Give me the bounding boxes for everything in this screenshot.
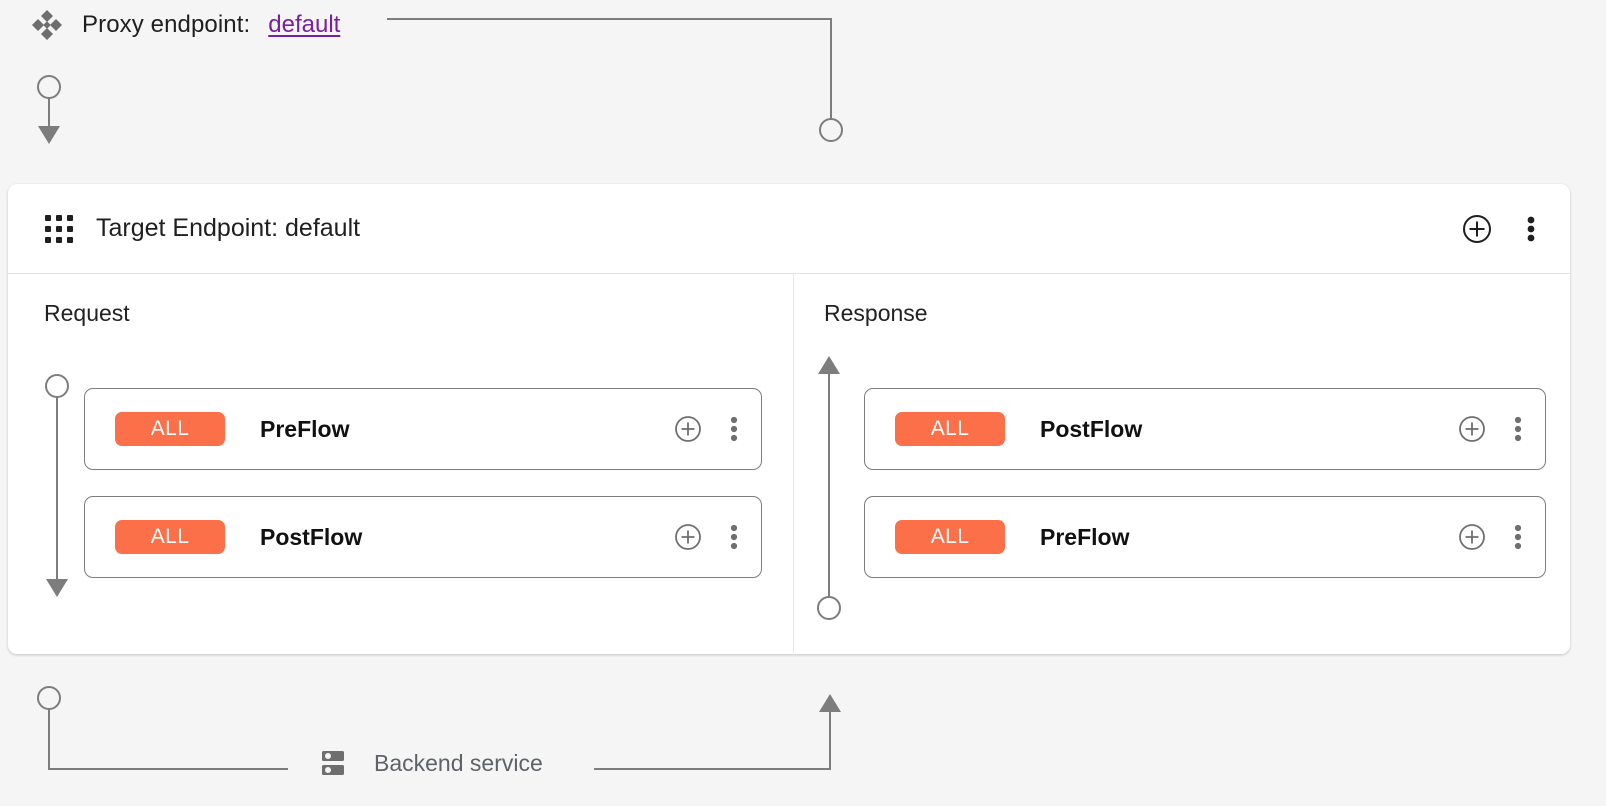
flow-card-request-postflow[interactable]: ALL PostFlow	[84, 496, 762, 578]
flow-card-label: PostFlow	[260, 523, 363, 550]
backend-response-wire	[594, 712, 831, 770]
flow-card-actions	[1458, 415, 1523, 443]
backend-request-start-dot	[37, 686, 61, 710]
backend-service-node[interactable]: Backend service	[318, 748, 549, 778]
flow-card-response-preflow[interactable]: ALL PreFlow	[864, 496, 1546, 578]
more-vert-icon[interactable]	[729, 415, 739, 443]
add-circle-icon[interactable]	[1458, 523, 1486, 551]
proxy-response-wire	[387, 18, 832, 119]
proxy-endpoint-header: Proxy endpoint: default	[30, 5, 340, 45]
status-badge: ALL	[895, 412, 1005, 446]
flow-card-actions	[674, 523, 739, 551]
header-actions	[1462, 214, 1536, 244]
status-badge: ALL	[115, 520, 225, 554]
response-flow-cards: ALL PostFlow	[864, 388, 1546, 578]
status-badge: ALL	[115, 412, 225, 446]
response-column: Response ALL PostFlow	[794, 274, 1569, 653]
backend-connectors	[37, 686, 841, 770]
request-arrow-head	[46, 579, 68, 597]
request-arrow-start-dot	[45, 374, 69, 398]
response-column-title: Response	[824, 300, 928, 326]
proxy-request-start-dot	[37, 75, 61, 99]
target-endpoint-header: Target Endpoint: default	[8, 184, 1570, 274]
page-title: Target Endpoint: default	[96, 214, 361, 242]
flow-columns: Request ALL PreFlow	[8, 274, 1570, 653]
request-flow-arrow	[45, 374, 69, 597]
flow-card-label: PreFlow	[1040, 523, 1130, 550]
add-circle-icon[interactable]	[1462, 214, 1492, 244]
server-icon	[318, 748, 348, 778]
proxy-endpoint-label: Proxy endpoint:	[82, 11, 251, 38]
more-vert-icon[interactable]	[1526, 214, 1536, 244]
flow-card-actions	[674, 415, 739, 443]
flow-card-response-postflow[interactable]: ALL PostFlow	[864, 388, 1546, 470]
request-column: Request ALL PreFlow	[8, 274, 794, 653]
backend-request-wire	[48, 709, 288, 770]
more-vert-icon[interactable]	[1513, 415, 1523, 443]
add-circle-icon[interactable]	[674, 415, 702, 443]
status-badge: ALL	[895, 520, 1005, 554]
flow-card-actions	[1458, 523, 1523, 551]
target-endpoint-panel: Target Endpoint: default	[8, 184, 1570, 654]
proxy-endpoint-link[interactable]: default	[268, 11, 341, 38]
backend-strip: Backend service	[0, 654, 1606, 806]
add-circle-icon[interactable]	[1458, 415, 1486, 443]
backend-service-label: Backend service	[368, 749, 549, 777]
more-vert-icon[interactable]	[1513, 523, 1523, 551]
diamond-cluster-icon	[30, 8, 64, 42]
proxy-response-end-dot	[819, 118, 843, 142]
flow-card-label: PreFlow	[260, 415, 350, 442]
proxy-endpoint-strip: Proxy endpoint: default	[0, 0, 1606, 184]
more-vert-icon[interactable]	[729, 523, 739, 551]
apps-grid-icon	[44, 214, 74, 244]
request-flow-cards: ALL PreFlow	[84, 388, 762, 578]
add-circle-icon[interactable]	[674, 523, 702, 551]
flow-card-label: PostFlow	[1040, 415, 1143, 442]
proxy-request-arrowhead	[38, 126, 60, 144]
flow-card-request-preflow[interactable]: ALL PreFlow	[84, 388, 762, 470]
request-column-title: Request	[44, 300, 130, 326]
backend-response-arrowhead	[819, 694, 841, 712]
